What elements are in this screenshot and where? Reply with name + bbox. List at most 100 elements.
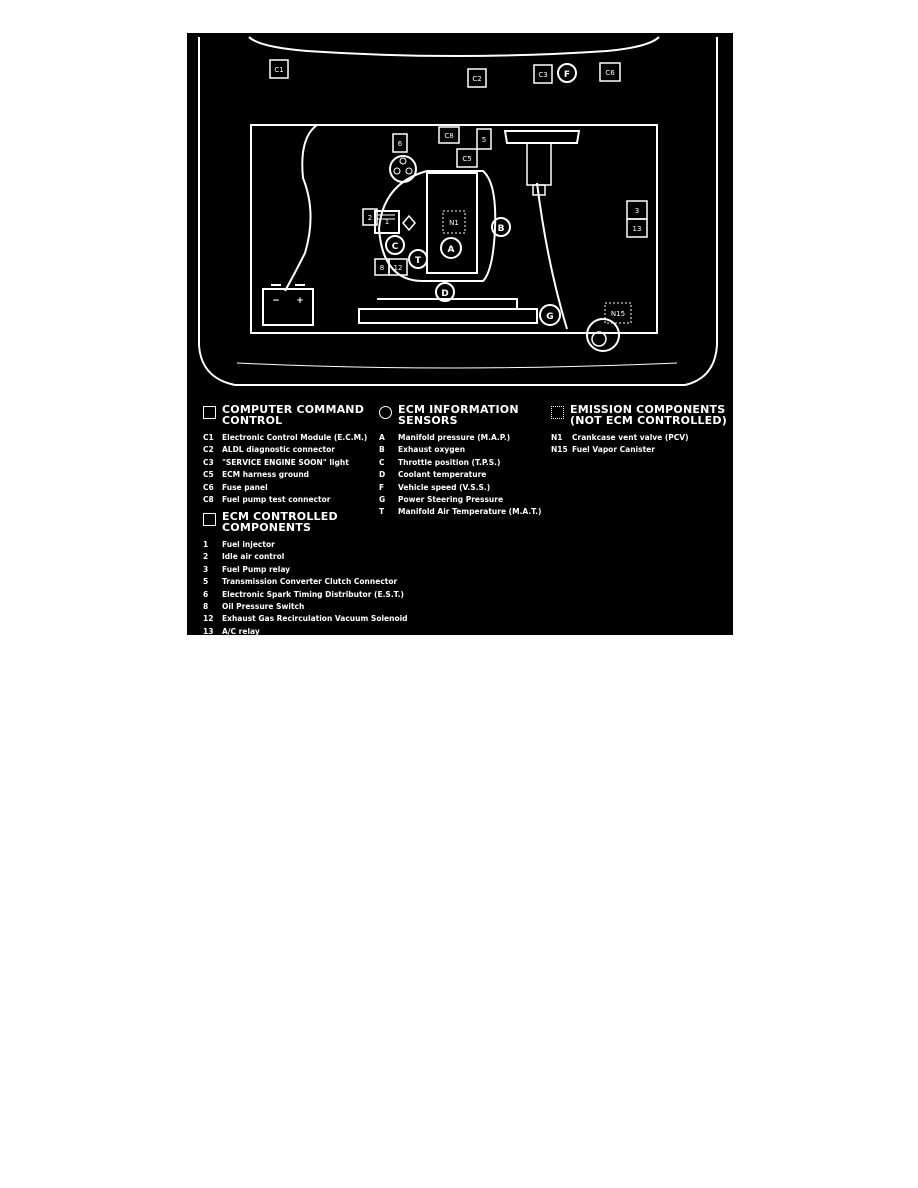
c6-label: C6 [605, 69, 615, 77]
hose-curve-icon [536, 182, 568, 330]
fender-arc-icon [284, 124, 318, 292]
legend-title: ECM CONTROLLED [222, 510, 338, 523]
list-item: C3"SERVICE ENGINE SOON" light [203, 457, 349, 467]
c2-marker [467, 68, 487, 88]
c8-label: C8 [444, 132, 453, 140]
n1-dotted-marker [442, 210, 466, 234]
dotted-square-symbol-icon [551, 406, 564, 419]
n12-label: 12 [394, 264, 403, 272]
sensor-d-marker [435, 282, 455, 302]
c5-label: C5 [462, 155, 471, 163]
oil-pan-icon [358, 298, 538, 324]
compartment-outline-icon [250, 124, 658, 334]
throttle-body-icon [374, 210, 400, 234]
c1-label: C1 [274, 66, 283, 74]
n2-marker [362, 208, 378, 226]
sensor-t-marker [408, 249, 428, 269]
n5-label: 5 [482, 136, 486, 144]
n15-dotted-label: N15 [611, 310, 625, 318]
sensor-c-marker [385, 235, 405, 255]
n6-marker [392, 133, 408, 153]
n3-label: 3 [635, 207, 639, 215]
sensor-f-label: F [564, 70, 570, 80]
n15-dotted-marker [604, 302, 632, 324]
engine-bay-drawing: C1 C2 C3 C6 C8 6 5 C5 2 1 8 12 3 13 N1 N… [198, 36, 718, 386]
legend-emission: EMISSION COMPONENTS (NOT ECM CONTROLLED)… [551, 404, 727, 457]
c1-marker [269, 59, 289, 79]
c3-label: C3 [538, 71, 547, 79]
n5-marker [476, 128, 492, 150]
battery-icon [262, 288, 314, 326]
n13-label: 13 [633, 225, 642, 233]
legend-subtitle: COMPONENTS [222, 521, 312, 534]
sensor-a-marker [440, 237, 462, 259]
engine-block-icon [377, 170, 497, 282]
engine-compartment-diagram: C1 C2 C3 C6 C8 6 5 C5 2 1 8 12 3 13 N1 N… [187, 33, 733, 635]
n8-label: 8 [380, 264, 384, 272]
c6-marker [599, 62, 621, 82]
distributor-icon [389, 155, 417, 183]
body-outline-icon [198, 37, 718, 386]
n2-label: 2 [368, 214, 372, 222]
legend-subtitle: (NOT ECM CONTROLLED) [570, 414, 727, 427]
n13-marker [626, 218, 648, 238]
legend-subtitle: CONTROL [222, 414, 283, 427]
sensor-c-label: C [392, 242, 399, 252]
battery-plus-label: + [296, 296, 304, 306]
square-symbol-icon [203, 406, 216, 419]
c2-label: C2 [472, 75, 481, 83]
legend-title: COMPUTER COMMAND [222, 403, 365, 416]
sensor-a-label: A [448, 245, 455, 255]
sensor-b-label: B [498, 224, 505, 234]
n1-dotted-label: N1 [449, 219, 459, 227]
c3-marker [533, 64, 553, 84]
bumper-outline-icon [236, 362, 678, 369]
intake-plenum-icon [426, 172, 478, 274]
c8-marker [438, 126, 460, 144]
n1-label: 1 [385, 218, 389, 226]
sensor-g-label: G [546, 312, 553, 322]
c5-marker [456, 148, 478, 168]
sensor-t-label: T [415, 256, 422, 266]
sensor-g-marker [539, 304, 561, 326]
n6-label: 6 [398, 140, 403, 148]
cowl-outline-icon [248, 36, 660, 57]
battery-minus-label: − [272, 296, 280, 306]
n12-marker [388, 258, 408, 276]
legend-subtitle: SENSORS [398, 414, 458, 427]
fuel-vapor-canister-icon [586, 318, 620, 352]
circle-symbol-icon [379, 406, 392, 419]
legend-title: EMISSION COMPONENTS [570, 403, 726, 416]
square-symbol-icon [203, 513, 216, 526]
legend-title: ECM INFORMATION [398, 403, 519, 416]
sensor-b-marker [491, 217, 511, 237]
air-cleaner-icon [503, 130, 581, 144]
sensor-f-marker [557, 63, 577, 83]
sensor-d-label: D [441, 289, 448, 299]
